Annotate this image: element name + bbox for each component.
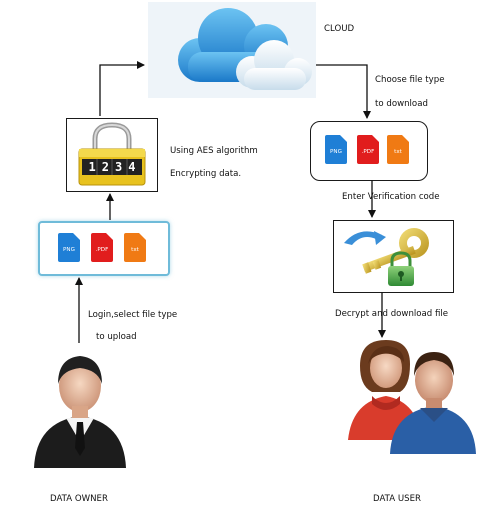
- data-owner-label: DATA OWNER: [50, 494, 108, 504]
- data-user-icon: [348, 340, 476, 454]
- cloud-icon: [148, 2, 316, 98]
- png-file-icon: PNG: [58, 233, 80, 262]
- upload-label-line2: to upload: [96, 332, 137, 342]
- txt-file-icon: txt: [387, 135, 409, 164]
- arrow-lock-to-cloud: [99, 61, 145, 116]
- encryption-lock-box: 1234: [66, 118, 158, 192]
- txt-file-icon: txt: [124, 233, 146, 262]
- encrypt-label-line1: Using AES algorithm: [170, 146, 258, 156]
- decrypt-label: Decrypt and download file: [335, 309, 449, 319]
- pdf-file-icon: .PDF: [91, 233, 113, 262]
- arrow-cloud-to-user-files: [316, 64, 371, 119]
- user-file-types-box: PNG .PDF txt: [310, 121, 428, 181]
- download-label-line1: Choose file type: [375, 75, 445, 85]
- upload-label-line1: Login,select file type: [88, 310, 178, 320]
- png-file-icon: PNG: [325, 135, 347, 164]
- data-owner-icon: [34, 356, 126, 468]
- data-user-label: DATA USER: [373, 494, 422, 504]
- owner-file-types-box: PNG .PDF txt: [38, 221, 170, 276]
- key-lock-icon: [344, 228, 429, 286]
- decrypt-key-box: [333, 220, 454, 293]
- pdf-file-icon: .PDF: [357, 135, 379, 164]
- cloud-label: CLOUD: [324, 24, 355, 34]
- encrypt-label-line2: Encrypting data.: [170, 169, 242, 179]
- verification-label: Enter Verification code: [342, 192, 440, 202]
- padlock-icon: [78, 122, 146, 186]
- download-label-line2: to download: [375, 99, 428, 109]
- lock-code: 1234: [88, 160, 142, 174]
